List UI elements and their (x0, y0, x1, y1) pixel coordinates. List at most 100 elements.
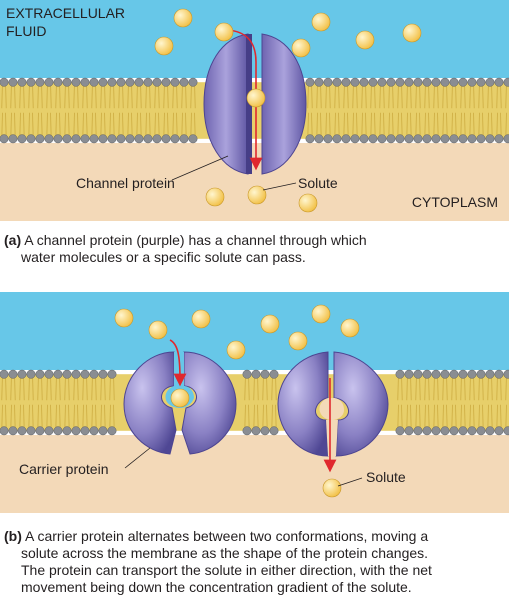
lipid-tail (91, 82, 93, 109)
lipid-head (476, 77, 486, 87)
lipid-tail (23, 404, 25, 431)
lipid-tail (505, 112, 507, 139)
lipid-tail (271, 374, 273, 401)
lipid-head (62, 369, 72, 379)
lipid-tail (496, 404, 498, 431)
lipid-head (35, 369, 45, 379)
lipid-tail (419, 374, 421, 401)
lipid-head (0, 426, 9, 436)
lipid-tail (334, 82, 336, 109)
lipid-tail (28, 374, 30, 401)
caption-b-line: The protein can transport the solute in … (21, 562, 432, 578)
lipid-tail (158, 112, 160, 139)
lipid-tail (59, 404, 61, 431)
lipid-tail (73, 374, 75, 401)
lipid-head (503, 369, 509, 379)
lipid-head (485, 369, 495, 379)
lipid-head (170, 77, 180, 87)
lipid-tail (257, 404, 259, 431)
lipid-tail (194, 112, 196, 139)
lipid-tail (383, 82, 385, 109)
lipid-tail (50, 404, 52, 431)
lipid-tail (41, 82, 43, 109)
lipid-head (89, 369, 99, 379)
lipid-tail (275, 404, 277, 431)
lipid-head (53, 369, 63, 379)
lipid-tail (5, 112, 7, 139)
lipid-tail (82, 404, 84, 431)
lipid-tail (262, 374, 264, 401)
lipid-head (143, 77, 153, 87)
lipid-head (107, 369, 117, 379)
lipid-tail (500, 82, 502, 109)
lipid-head (422, 369, 432, 379)
extracellular-region-b (0, 292, 509, 370)
lipid-tail (406, 82, 408, 109)
lipid-head (494, 426, 504, 436)
lipid-tail (28, 112, 30, 139)
lipid-tail (437, 82, 439, 109)
solute-molecule (311, 12, 331, 32)
lipid-head (170, 134, 180, 144)
lipid-head (413, 77, 423, 87)
lipid-tail (37, 112, 39, 139)
solute-leader-a (262, 182, 297, 191)
lipid-tail (46, 112, 48, 139)
lipid-head (107, 77, 117, 87)
lipid-head (44, 369, 54, 379)
lipid-head (107, 134, 117, 144)
caption-a-line: water molecules or a specific solute can… (21, 249, 306, 265)
lipid-head (17, 426, 27, 436)
lipid-tail (320, 112, 322, 139)
lipid-tail (14, 112, 16, 139)
lipid-tail (410, 82, 412, 109)
lipid-tail (419, 112, 421, 139)
lipid-tail (370, 112, 372, 139)
caption-b-letter: (b) (4, 528, 22, 544)
solute-molecule (214, 22, 234, 42)
lipid-tail (64, 374, 66, 401)
lipid-tail (469, 82, 471, 109)
lipid-tail (437, 112, 439, 139)
lipid-head (332, 77, 342, 87)
lipid-tail (100, 112, 102, 139)
lipid-head (341, 77, 351, 87)
lipid-head (413, 426, 423, 436)
lipid-bilayer (0, 77, 509, 144)
channel-protein (203, 33, 307, 175)
lipid-tail (433, 374, 435, 401)
lipid-tail (86, 404, 88, 431)
lipid-tail (1, 404, 3, 431)
lipid-head (125, 77, 135, 87)
lipid-head (467, 426, 477, 436)
lipid-head (395, 77, 405, 87)
lipid-head (422, 77, 432, 87)
lipid-tail (496, 374, 498, 401)
lipid-head (251, 426, 261, 436)
lipid-tail (487, 82, 489, 109)
lipid-tail (136, 82, 138, 109)
lipid-tail (190, 112, 192, 139)
lipid-head (503, 77, 509, 87)
lipid-tail (118, 112, 120, 139)
lipid-tail (118, 82, 120, 109)
lipid-head (476, 134, 486, 144)
lipid-tail (113, 374, 115, 401)
lipid-tail (428, 374, 430, 401)
lipid-tail (361, 82, 363, 109)
lipid-tail (455, 112, 457, 139)
lipid-tail (451, 374, 453, 401)
lipid-tail (127, 82, 129, 109)
solute-label-b: Solute (366, 469, 406, 485)
lipid-tail (424, 82, 426, 109)
lipid-head (431, 369, 441, 379)
solute-leader-b (337, 477, 363, 487)
lipid-tail (491, 112, 493, 139)
lipid-tail (455, 404, 457, 431)
lipid-head (53, 77, 63, 87)
lipid-head (80, 77, 90, 87)
lipid-head (98, 426, 108, 436)
lipid-head (485, 77, 495, 87)
lipid-tail (104, 374, 106, 401)
